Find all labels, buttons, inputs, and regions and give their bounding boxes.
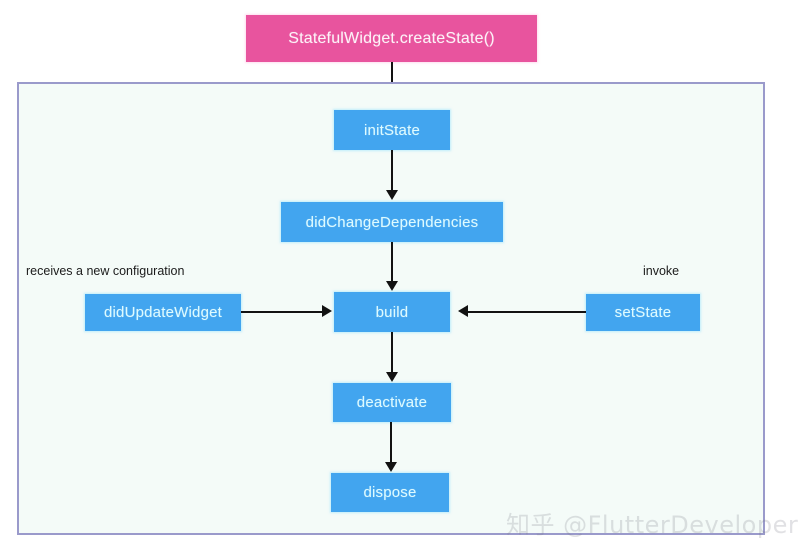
node-build: build (334, 292, 450, 332)
node-dispose: dispose (331, 473, 449, 512)
node-did-change-dependencies: didChangeDependencies (281, 202, 503, 242)
node-init-state: initState (334, 110, 450, 150)
edge-label-receives-new-configuration: receives a new configuration (26, 264, 185, 278)
node-set-state: setState (586, 294, 700, 331)
watermark: 知乎 @FlutterDeveloper (506, 511, 799, 539)
node-deactivate: deactivate (333, 383, 451, 422)
node-create-state: StatefulWidget.createState() (246, 15, 537, 62)
node-did-update-widget: didUpdateWidget (85, 294, 241, 331)
edge-label-invoke: invoke (643, 264, 680, 278)
